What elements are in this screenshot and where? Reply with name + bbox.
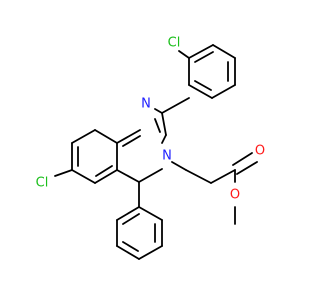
bond	[232, 152, 253, 166]
chlorine-atom-label: Cl	[36, 176, 49, 191]
oxygen-atom-label: O	[230, 188, 240, 203]
bond	[194, 80, 212, 91]
bond	[211, 84, 236, 99]
bond	[194, 51, 214, 63]
chlorophenyl-ring	[178, 44, 236, 99]
bond	[71, 169, 96, 184]
bond	[210, 169, 236, 184]
bond	[161, 97, 190, 114]
methyl-acetate-chain	[171, 152, 258, 225]
chlorine-atom-label: Cl	[168, 36, 181, 51]
bond	[116, 169, 140, 183]
bond	[54, 169, 73, 177]
bond	[138, 168, 163, 183]
quinazoline-core	[54, 97, 190, 184]
bond	[154, 118, 161, 133]
bond	[188, 84, 213, 99]
oxygen-atom-label: O	[255, 144, 265, 159]
bond	[94, 129, 118, 144]
bond	[94, 169, 118, 184]
atom-labels: Cl N N Cl O O	[36, 36, 265, 203]
bond	[138, 245, 163, 260]
bond	[178, 50, 190, 59]
bond	[212, 44, 236, 59]
bond	[122, 135, 141, 147]
bond	[154, 108, 163, 114]
bond	[161, 112, 167, 136]
methyl-quinazoline-acetate-structure: Cl N N Cl O O	[36, 36, 265, 260]
bond	[116, 245, 140, 260]
chemical-structure-canvas: Cl N N Cl O O	[35, 35, 266, 260]
bond	[161, 134, 167, 144]
bond	[122, 241, 139, 252]
bond	[171, 161, 187, 171]
bond	[95, 165, 113, 177]
bond	[116, 129, 141, 144]
bond	[122, 213, 140, 225]
bond	[116, 206, 140, 221]
bond	[236, 161, 258, 175]
bond	[188, 44, 214, 59]
bond	[71, 129, 96, 144]
phenyl-ring	[116, 181, 163, 260]
nitrogen-atom-label: N	[141, 97, 151, 112]
nitrogen-atom-label: N	[162, 149, 172, 164]
bond	[138, 206, 163, 221]
bond	[185, 169, 212, 184]
